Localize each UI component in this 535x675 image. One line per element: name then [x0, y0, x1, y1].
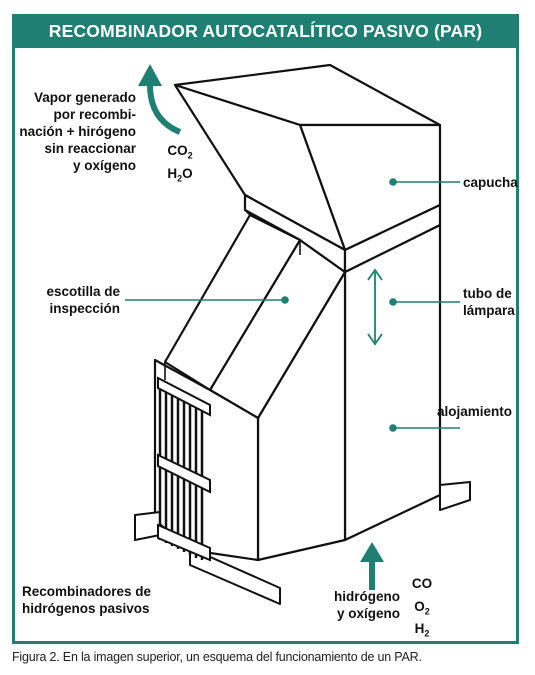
louvre-bar-middle — [157, 453, 211, 494]
tube-double-arrow — [367, 268, 383, 346]
hood-rim-right — [343, 203, 442, 274]
label-entrada: hidrógeno y oxígeno — [334, 589, 400, 621]
louvre-bar-top — [157, 376, 211, 417]
label-recombinadores: Recombinadores de hidrógenos pasivos — [22, 584, 152, 616]
figure-title: RECOMBINADOR AUTOCATALÍTICO PASIVO (PAR) — [12, 14, 519, 48]
label-vapor: Vapor generado por recombi- nación + hir… — [19, 90, 136, 173]
inlet-arrowhead — [360, 542, 384, 562]
base-rail-left — [134, 511, 161, 541]
label-capucha: capucha — [463, 175, 518, 190]
outlet-gases: CO2 H2O — [167, 143, 193, 184]
label-escotilla: escotilla de inspección — [46, 284, 120, 316]
outlet-arrowhead — [138, 64, 162, 86]
label-alojamiento: alojamiento — [437, 404, 513, 419]
figure-caption: Figura 2. En la imagen superior, un esqu… — [12, 650, 422, 664]
base-rail-right — [439, 481, 471, 511]
base-rail-front — [189, 547, 281, 605]
louvre-bar-bottom — [157, 523, 211, 562]
housing-right-face — [343, 223, 442, 542]
inlet-gases: CO O2 H2 — [411, 576, 433, 640]
hood-rim — [243, 193, 347, 274]
label-tubo: tubo de lámpara — [463, 286, 515, 318]
outlet-arrow — [147, 84, 182, 135]
